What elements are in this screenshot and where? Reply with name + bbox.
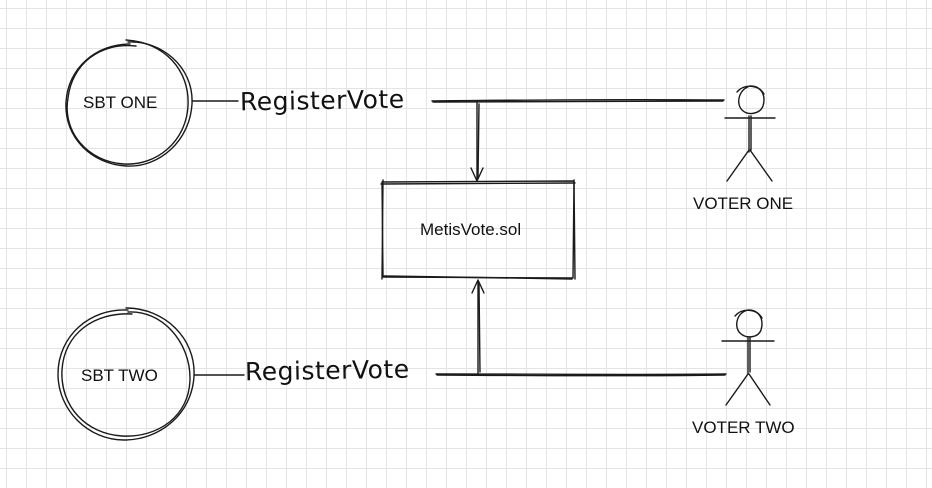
top-connector-line (191, 98, 725, 103)
voter-two-label: VOTER TWO (692, 418, 795, 437)
register-vote-label-bottom: RegisterVote (244, 354, 410, 387)
arrow-down-to-contract (470, 101, 484, 182)
register-vote-label-top: RegisterVote (239, 84, 405, 117)
sbt-two-label: SBT TWO (81, 366, 158, 385)
sbt-two-circle[interactable] (57, 307, 195, 441)
metisvote-contract-box[interactable] (380, 179, 576, 280)
sbt-one-circle[interactable] (65, 39, 193, 167)
voter-one-figure[interactable] (724, 85, 776, 182)
voter-one-label: VOTER ONE (693, 194, 794, 213)
bottom-connector-line (193, 373, 727, 377)
voter-two-figure[interactable] (721, 309, 775, 406)
arrow-up-to-contract (471, 279, 485, 375)
sbt-one-label: SBT ONE (83, 93, 158, 112)
contract-label: MetisVote.sol (420, 220, 522, 239)
